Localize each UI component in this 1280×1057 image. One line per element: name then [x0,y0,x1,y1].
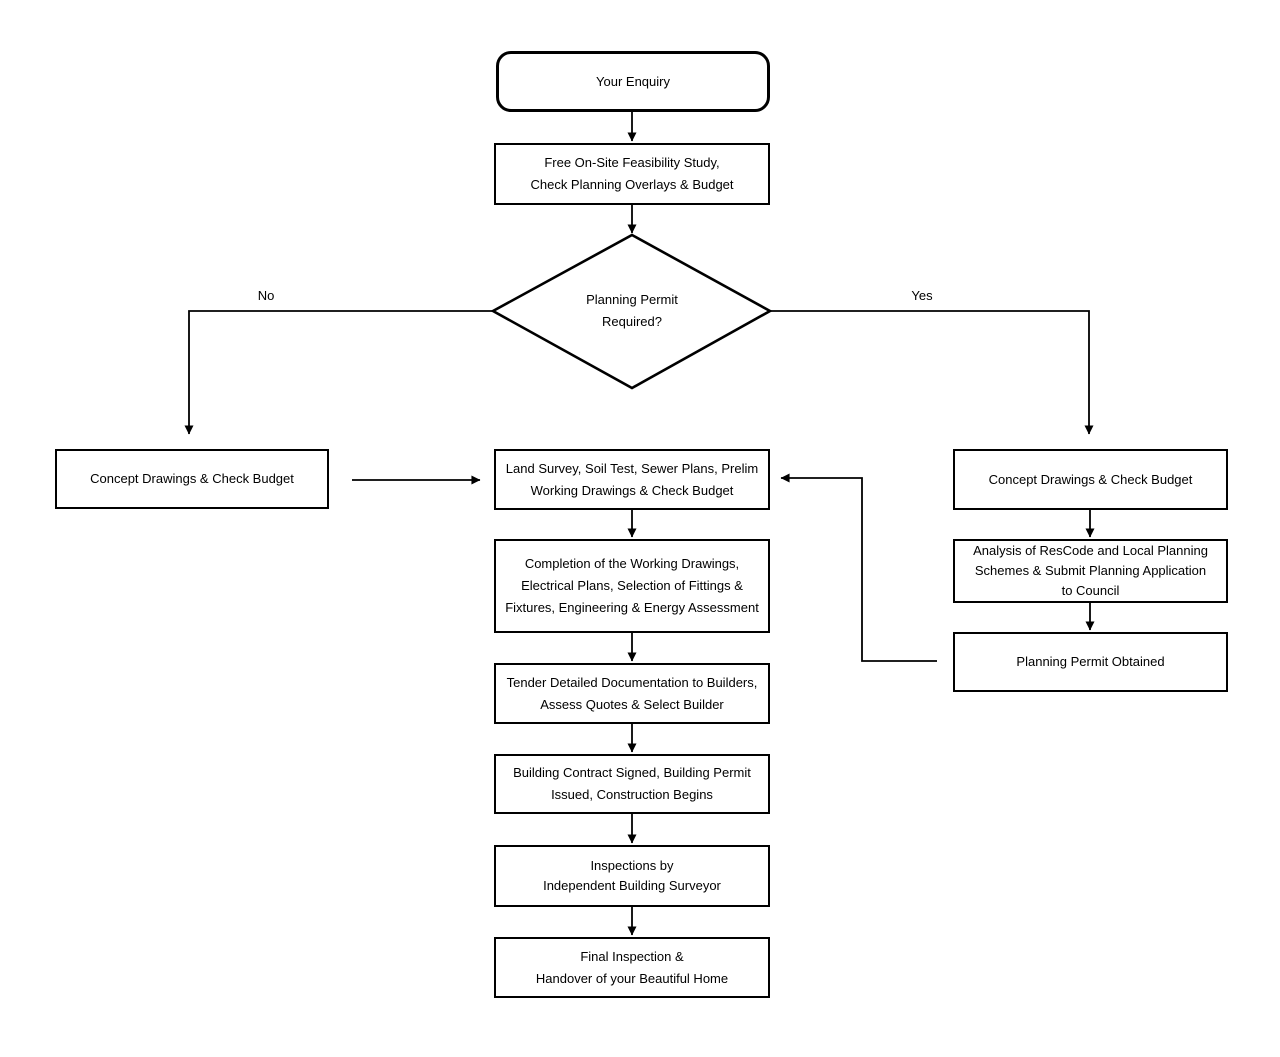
edge-decision-yes-branch [770,310,1094,435]
node-feasibility-study: Free On-Site Feasibility Study, Check Pl… [494,143,770,205]
node-building-contract: Building Contract Signed, Building Permi… [494,754,770,814]
node-final-inspection: Final Inspection & Handover of your Beau… [494,937,770,998]
node-completion-working-drawings: Completion of the Working Drawings, Elec… [494,539,770,633]
node-tender-documentation: Tender Detailed Documentation to Builder… [494,663,770,724]
node-your-enquiry: Your Enquiry [496,51,770,112]
node-decision-label: Planning Permit Required? [586,292,678,329]
node-planning-permit-obtained: Planning Permit Obtained [953,632,1228,692]
edge-label-yes: Yes [911,288,933,303]
node-concept-drawings-left: Concept Drawings & Check Budget [55,449,329,509]
edge-permit-feedback-to-landsurvey [780,473,937,662]
edge-label-no: No [257,288,275,303]
edge-decision-no-branch [184,310,493,435]
node-analysis-rescode: Analysis of ResCode and Local Planning S… [953,539,1228,603]
node-land-survey: Land Survey, Soil Test, Sewer Plans, Pre… [494,449,770,510]
decision-diamond-shape [490,233,773,390]
node-inspections: Inspections by Independent Building Surv… [494,845,770,907]
node-concept-drawings-right: Concept Drawings & Check Budget [953,449,1228,510]
